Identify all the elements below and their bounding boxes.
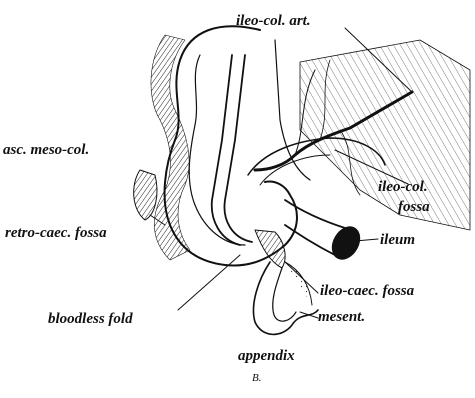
label-ileo-caec-fossa: ileo-caec. fossa bbox=[320, 284, 414, 299]
ileo-col-fold-inner bbox=[260, 155, 330, 185]
mesocolon-sheet bbox=[300, 40, 470, 230]
ileum-tube-bottom bbox=[285, 225, 335, 255]
figure-caption: B. bbox=[252, 373, 261, 384]
label-ileo-col-fossa-line1: ileo-col. bbox=[378, 180, 428, 195]
label-asc-meso-col: asc. meso-col. bbox=[3, 143, 89, 158]
label-mesent: mesent. bbox=[318, 310, 365, 325]
label-retro-caec-fossa: retro-caec. fossa bbox=[5, 226, 107, 241]
caecum-inner-fold bbox=[189, 55, 245, 245]
label-bloodless-fold: bloodless fold bbox=[48, 312, 133, 327]
ileum-opening bbox=[327, 222, 365, 263]
leader-ileo-caec bbox=[285, 262, 318, 293]
leader-bloodless bbox=[178, 255, 240, 310]
label-ileo-col-art: ileo-col. art. bbox=[236, 14, 311, 29]
retro-caec-fossa-shading bbox=[134, 170, 157, 220]
appendix-inner bbox=[273, 268, 296, 321]
label-ileo-col-fossa-line2: fossa bbox=[398, 200, 430, 215]
label-appendix: appendix bbox=[238, 349, 295, 364]
label-ileum: ileum bbox=[380, 233, 415, 248]
